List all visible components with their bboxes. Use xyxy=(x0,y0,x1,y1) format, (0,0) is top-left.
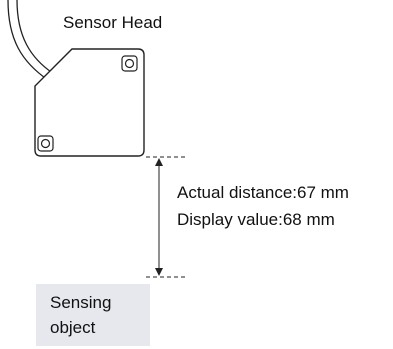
sensing-object: Sensing object xyxy=(36,284,150,346)
distance-arrow-icon xyxy=(155,158,163,276)
sensor-head-body xyxy=(34,48,145,157)
sensor-head-label: Sensor Head xyxy=(63,13,163,32)
sensing-object-line2: object xyxy=(50,318,96,337)
sensing-object-label: Sensing object xyxy=(50,290,111,340)
actual-distance-label: Actual distance:67 mm xyxy=(177,183,349,202)
sensing-object-line1: Sensing xyxy=(50,293,112,312)
mounting-hole-bottom-left-icon xyxy=(37,135,54,152)
sensor-cable xyxy=(7,0,55,81)
mounting-hole-top-right-icon xyxy=(121,55,138,72)
display-value-label: Display value:68 mm xyxy=(177,210,335,229)
